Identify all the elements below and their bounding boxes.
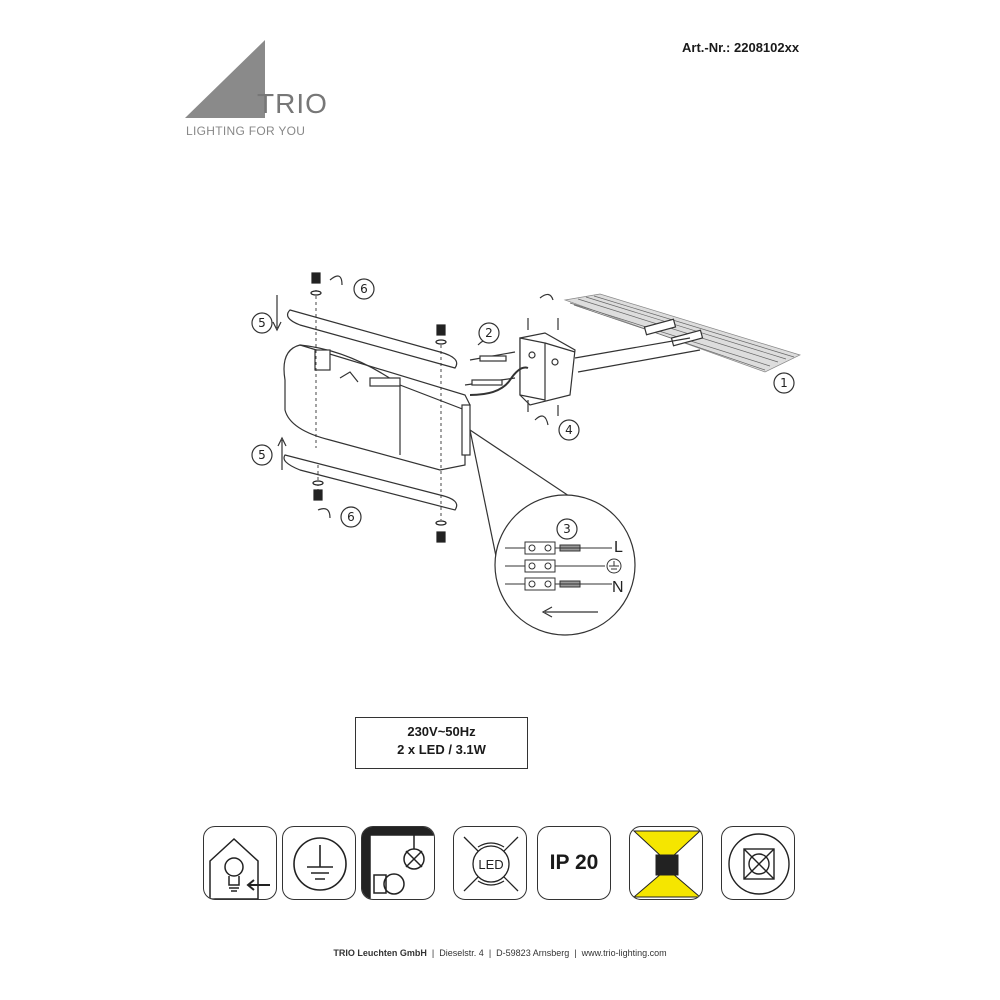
- mounting-bracket: [519, 332, 576, 406]
- voltage-spec: 230V~50Hz: [407, 724, 476, 739]
- svg-text:LED: LED: [478, 857, 503, 872]
- step-1-label: 1: [780, 376, 788, 390]
- specs-box: 230V~50Hz 2 x LED / 3.1W: [355, 717, 528, 769]
- assembly-diagram: 1 2 3 4 5 5 6 6 L N: [251, 272, 801, 636]
- terminal-neutral-label: N: [612, 579, 624, 596]
- indoor-bulb-icon: [203, 826, 277, 900]
- no-mounting-surface-icon: [361, 826, 435, 900]
- brand-tagline: LIGHTING FOR YOU: [186, 124, 306, 138]
- step-4-label: 4: [565, 423, 573, 437]
- wall-hatch: [563, 293, 801, 373]
- footer-address: Dieselstr. 4: [439, 948, 484, 958]
- terminal-block: [505, 541, 622, 591]
- ip-rating-label: IP 20: [549, 851, 599, 874]
- top-cover-plate: [287, 309, 458, 369]
- step-5-bottom-label: 5: [258, 448, 266, 462]
- terminal-live-label: L: [614, 539, 623, 556]
- protective-earth-icon: [282, 826, 356, 900]
- step-2-label: 2: [485, 326, 493, 340]
- led-not-replaceable-icon: LED: [453, 826, 527, 900]
- no-dimmer-icon: [721, 826, 795, 900]
- footer-website[interactable]: www.trio-lighting.com: [581, 948, 667, 958]
- step-3-label: 3: [563, 522, 571, 536]
- article-number: Art.-Nr.: 2208102xx: [682, 40, 800, 55]
- up-down-light-icon: [629, 826, 703, 900]
- ip-rating-box: IP 20: [537, 826, 611, 900]
- step-6-bottom-label: 6: [347, 510, 355, 524]
- step-6-top-label: 6: [360, 282, 368, 296]
- step-5-top-label: 5: [258, 316, 266, 330]
- footer-company: TRIO Leuchten GmbH: [333, 948, 427, 958]
- bottom-cover-plate: [283, 454, 458, 511]
- footer: TRIO Leuchten GmbH | Dieselstr. 4 | D-59…: [333, 948, 667, 958]
- wiring-detail-circle: [494, 494, 636, 636]
- lamp-housing: [283, 344, 471, 471]
- footer-city: D-59823 Arnsberg: [496, 948, 570, 958]
- bracket-screws: [464, 318, 559, 416]
- trio-logo-triangle: [185, 40, 265, 118]
- brand-name: TRIO: [257, 88, 328, 119]
- cover-screws: [310, 272, 447, 543]
- led-spec: 2 x LED / 3.1W: [397, 742, 486, 757]
